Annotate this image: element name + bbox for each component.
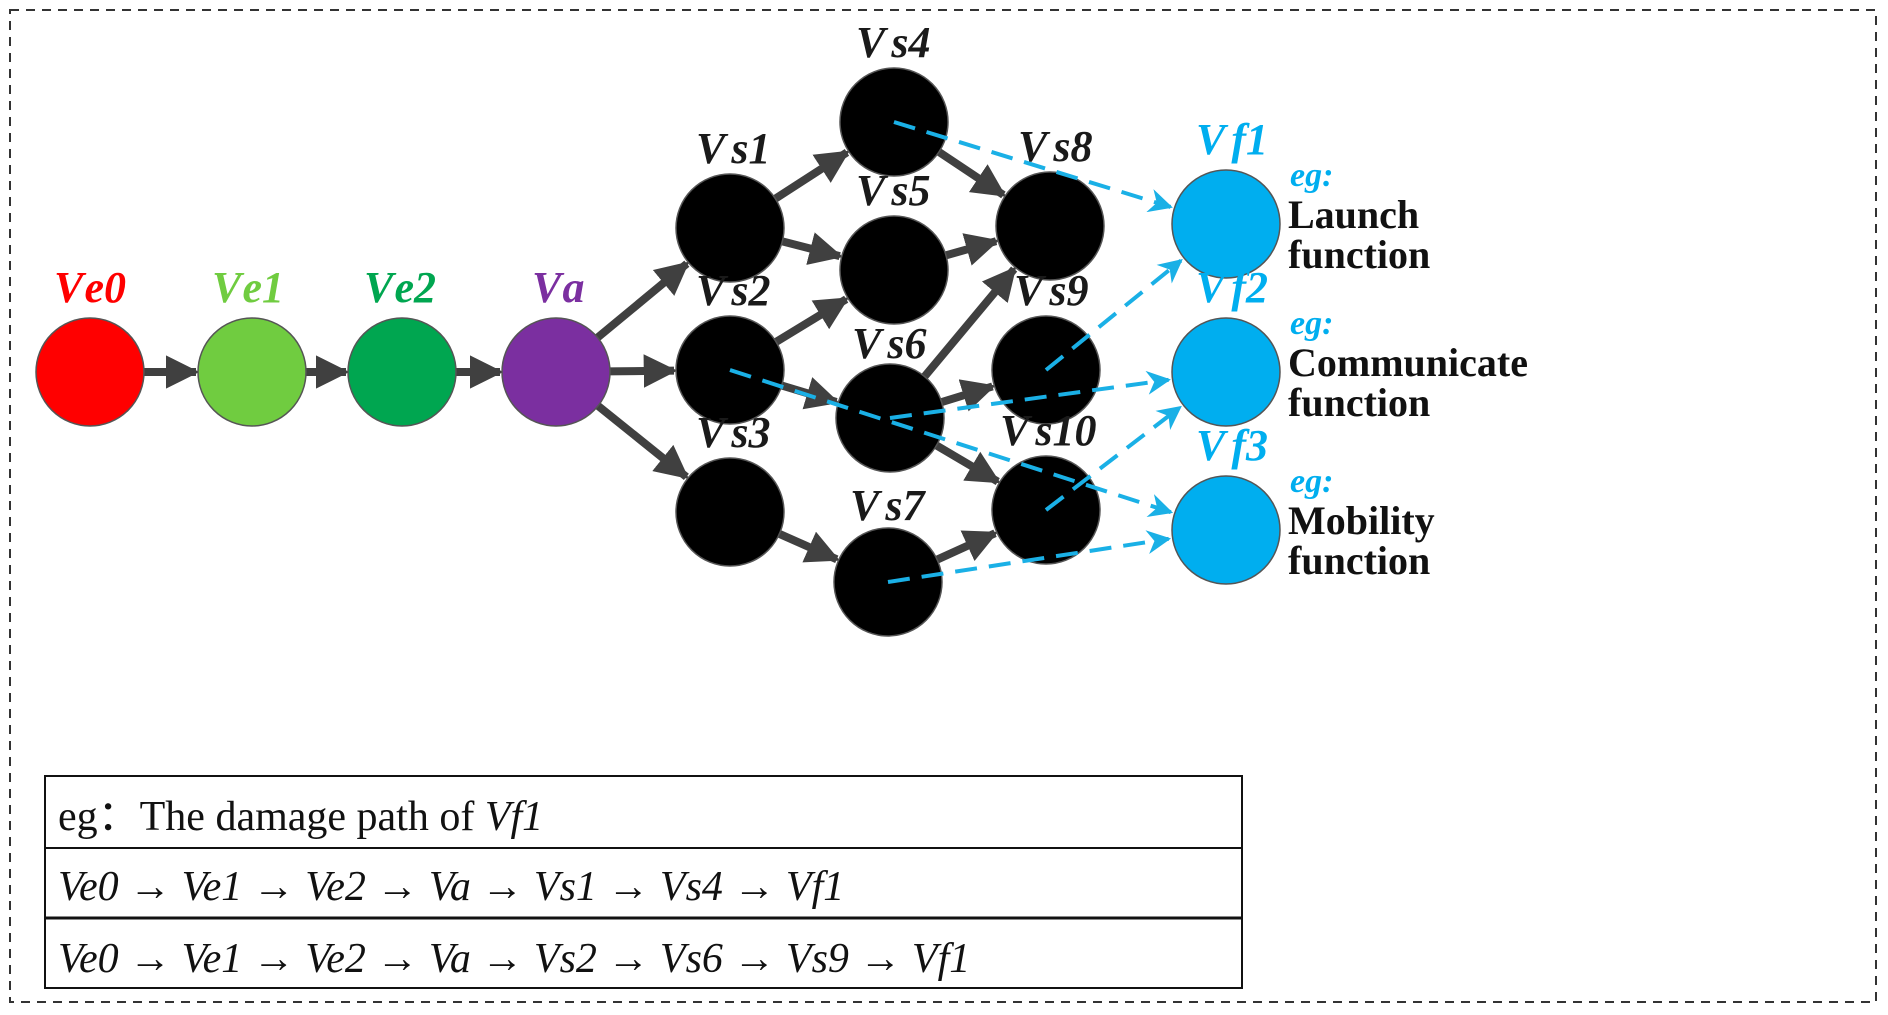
node-Ve1 (197, 317, 307, 427)
node-Vs3 (675, 457, 785, 567)
node-Ve2 (347, 317, 457, 427)
node-Vf3 (1171, 475, 1281, 585)
table-header: eg：The damage path of Vf1 (58, 794, 543, 840)
edge-Vs1-Vs5 (779, 232, 844, 265)
damage-edge-Vs4-Vf1 (893, 120, 1173, 213)
edge-Vs1-Vs4 (771, 149, 850, 204)
diagram-border (9, 9, 1877, 1003)
function-eg-Vf2: eg: (1290, 305, 1333, 342)
function-word-Vf3: function (1288, 538, 1430, 583)
table-header-node: Vf1 (485, 794, 543, 840)
edge-Vs6-Vs10 (932, 440, 1001, 485)
function-word-Vf2: function (1288, 380, 1430, 425)
damage-edge-Vs6-Vf2 (889, 370, 1171, 420)
function-labels-layer: eg:Launchfunctioneg:Communicatefunctione… (1288, 157, 1528, 583)
edge-Vs6-Vs9 (938, 379, 996, 412)
edge-Vs6-Vs8 (920, 266, 1018, 381)
damage-path-layer (729, 120, 1183, 584)
table-path-row: Ve0 → Ve1 → Ve2 → Va → Vs2 → Vs6 → Vs9 →… (58, 936, 970, 982)
edge-Va-Vs1 (593, 260, 690, 342)
table-frame (44, 775, 1243, 989)
node-Vs5 (839, 215, 949, 325)
table-header-prefix: eg：The damage path of (58, 794, 485, 840)
edge-Va-Vs3 (594, 401, 689, 481)
node-Va (501, 317, 611, 427)
damage-edge-Vs9-Vf1 (1044, 258, 1183, 372)
damage-path-table: eg：The damage path of Vf1 Ve0 → Ve1 → Ve… (44, 775, 1243, 989)
damage-edge-Vs7-Vf3 (887, 530, 1172, 584)
damage-edge-Vs10-Vf2 (1044, 405, 1182, 512)
function-eg-Vf3: eg: (1290, 463, 1333, 500)
node-Vs8 (995, 171, 1105, 281)
function-name-Vf2: Communicate (1288, 340, 1528, 385)
function-eg-Vf1: eg: (1290, 157, 1333, 194)
edge-Va-Vs2 (607, 354, 678, 388)
edge-Vs7-Vs10 (933, 529, 999, 565)
edge-Vs2-Vs5 (772, 295, 850, 347)
function-name-Vf1: Launch (1288, 192, 1419, 237)
node-Ve0 (35, 317, 145, 427)
node-Vs1 (675, 173, 785, 283)
edge-Vs5-Vs8 (942, 233, 1000, 266)
table-path-row: Ve0 → Ve1 → Ve2 → Va → Vs1 → Vs4 → Vf1 (58, 864, 844, 910)
node-Vf2 (1171, 317, 1281, 427)
edge-Vs3-Vs7 (775, 529, 840, 563)
function-name-Vf3: Mobility (1288, 498, 1435, 543)
damage-edge-Vs2-Vf3 (729, 368, 1174, 517)
function-word-Vf1: function (1288, 232, 1430, 277)
node-Vf1 (1171, 169, 1281, 279)
edge-Vs4-Vs8 (935, 147, 1007, 199)
